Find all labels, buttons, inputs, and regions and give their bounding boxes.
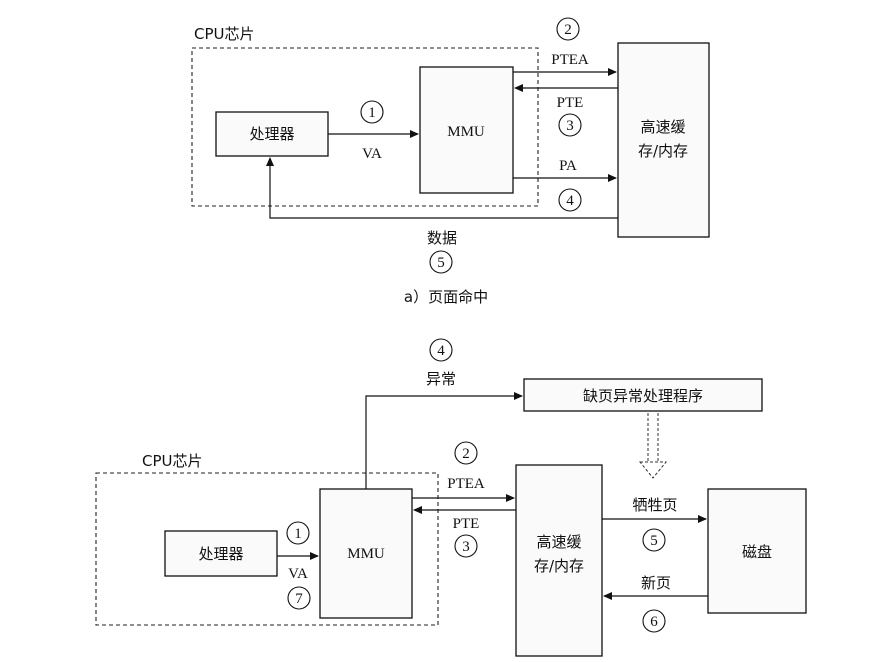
exception-label: 异常: [426, 370, 456, 388]
victim-page-label: 牺牲页: [632, 496, 677, 514]
new-page-label: 新页: [641, 574, 671, 592]
cache-memory-box-b: [515, 464, 603, 657]
step-1-number: 1: [368, 105, 376, 121]
step-7-number: 7: [295, 591, 303, 607]
cache-label-b-line2: 存/内存: [534, 557, 584, 575]
step-5-marker-b: [642, 528, 666, 552]
caption-page-hit: a）页面命中: [404, 288, 488, 306]
step-1-marker: [360, 100, 384, 124]
step-7-marker: [287, 586, 311, 610]
step-5-marker: [429, 250, 453, 274]
step-2-marker: [556, 17, 580, 41]
cpu-chip-boundary-b: [95, 472, 439, 626]
step-6-number: 6: [650, 614, 658, 630]
mmu-label: MMU: [447, 124, 485, 140]
data-label: 数据: [427, 229, 457, 247]
step-1-number-b: 1: [294, 526, 302, 542]
step-3-marker: [558, 113, 582, 137]
cache-label-line2: 存/内存: [638, 142, 688, 160]
pa-label: PA: [559, 158, 577, 174]
page-hit-diagram: CPU芯片 处理器 MMU 高速缓 存/内存 1 VA 2 PTEA PTE 3…: [191, 17, 710, 306]
step-3-number-b: 3: [462, 539, 470, 555]
step-4-number: 4: [566, 193, 574, 209]
cpu-chip-label: CPU芯片: [194, 25, 255, 43]
cpu-chip-label-b: CPU芯片: [142, 452, 203, 470]
step-1-marker-b: [286, 521, 310, 545]
va-label-b: VA: [288, 566, 308, 582]
step-2-marker-b: [454, 441, 478, 465]
exception-arrow: [365, 392, 523, 489]
step-4-number-b: 4: [437, 343, 445, 359]
step-2-number: 2: [564, 22, 572, 38]
processor-label-b: 处理器: [198, 545, 243, 563]
step-5-number: 5: [437, 255, 445, 271]
step-6-marker: [642, 609, 666, 633]
handler-control-arrow: [638, 413, 668, 479]
processor-box-b: [164, 530, 278, 577]
step-2-number-b: 2: [462, 446, 470, 462]
data-return-arrow: [266, 157, 618, 219]
step-4-marker: [558, 188, 582, 212]
cache-memory-box: [617, 42, 710, 238]
page-fault-diagram: CPU芯片 处理器 MMU 高速缓 存/内存 缺页异常处理程序 磁盘 1 VA …: [95, 338, 807, 657]
ptea-label: PTEA: [551, 52, 589, 68]
disk-label: 磁盘: [742, 543, 772, 561]
page-fault-handler-box: [523, 378, 763, 412]
step-3-marker-b: [454, 534, 478, 558]
mmu-label-b: MMU: [347, 546, 385, 562]
cache-label-line1: 高速缓: [640, 118, 685, 136]
mmu-box: [419, 66, 514, 194]
step-3-number: 3: [566, 118, 574, 134]
processor-box: [215, 111, 329, 157]
ptea-label-b: PTEA: [447, 476, 485, 492]
pte-label: PTE: [557, 95, 584, 111]
page-fault-handler-label: 缺页异常处理程序: [583, 387, 703, 405]
step-5-number-b: 5: [650, 533, 658, 549]
va-label: VA: [362, 146, 382, 162]
disk-box: [707, 488, 807, 614]
step-4-marker-b: [429, 338, 453, 362]
pte-label-b: PTE: [453, 516, 480, 532]
processor-label: 处理器: [249, 125, 294, 143]
cache-label-b-line1: 高速缓: [536, 533, 581, 551]
